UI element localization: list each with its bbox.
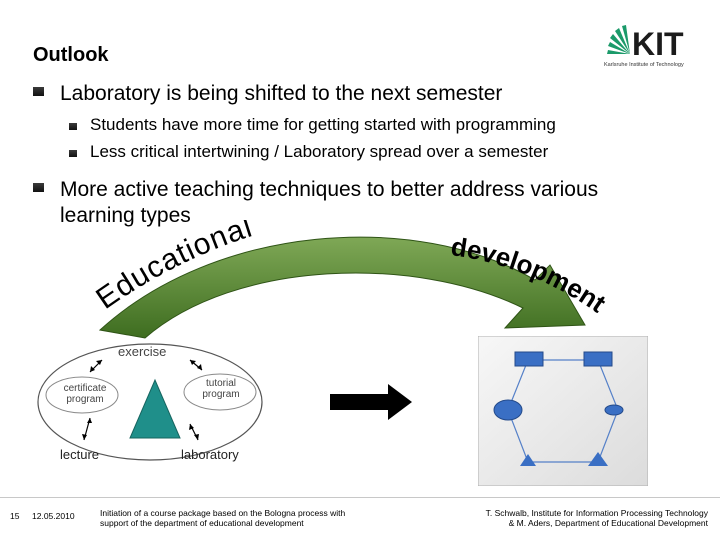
footer-date: 12.05.2010 <box>32 511 75 521</box>
exercise-label: exercise <box>118 344 167 359</box>
footer-center: Initiation of a course package based on … <box>100 508 345 528</box>
bullet-2-text-line2: learning types <box>60 204 191 227</box>
bullet-marker <box>33 87 44 96</box>
sub-bullet-marker <box>69 150 77 157</box>
certificate-label-line2: program <box>66 394 104 405</box>
bullet-2-text-line1: More active teaching techniques to bette… <box>60 178 599 201</box>
sub-bullet-2-text: Less critical intertwining / Laboratory … <box>90 142 549 161</box>
sub-bullet-1-text: Students have more time for getting star… <box>90 115 556 134</box>
tutorial-ellipse <box>183 373 257 411</box>
footer-divider <box>0 497 720 498</box>
certificate-ellipse <box>45 376 119 414</box>
node-rect-left <box>514 351 544 367</box>
sub-bullet-marker <box>69 123 77 130</box>
slide-title: Outlook <box>33 44 109 66</box>
node-triangle-right <box>588 452 608 466</box>
tutorial-label-line1: tutorial <box>205 378 236 389</box>
node-rect-right <box>583 351 613 367</box>
lecture-label: lecture <box>60 447 100 462</box>
node-ellipse <box>493 399 523 421</box>
footer-center-line2: support of the department of educational… <box>100 518 304 528</box>
svg-text:Educational: Educational <box>95 220 257 316</box>
logo-caption: Karlsruhe Institute of Technology <box>604 62 684 68</box>
arc-arrow-shape <box>98 236 586 339</box>
kit-logo-icon: KIT Karlsruhe Institute of Technology <box>604 25 684 68</box>
bullet-marker <box>33 183 44 192</box>
kit-logo: KIT Karlsruhe Institute of Technology <box>600 24 700 74</box>
bullet-1-text: Laboratory is being shifted to the next … <box>60 82 503 105</box>
laboratory-label: laboratory <box>181 447 239 462</box>
development-text: development <box>449 231 611 318</box>
arc-arrow <box>98 236 586 339</box>
footer-right-line1: T. Schwalb, Institute for Information Pr… <box>485 508 708 518</box>
tutorial-label: tutorial program <box>196 378 246 400</box>
footer-center-line1: Initiation of a course package based on … <box>100 508 346 518</box>
footer-right: T. Schwalb, Institute for Information Pr… <box>446 508 708 528</box>
footer-right-line2: & M. Aders, Department of Educational De… <box>508 518 708 528</box>
node-triangle-left <box>520 454 536 466</box>
svg-text:development: development <box>449 231 611 318</box>
certificate-label-line1: certificate <box>63 383 107 394</box>
tutorial-label-line2: program <box>202 389 240 400</box>
certificate-label: certificate program <box>60 383 110 405</box>
right-arrow-icon <box>330 384 412 420</box>
page-number: 15 <box>10 511 20 521</box>
future-diagram <box>478 336 648 486</box>
logo-text: KIT <box>632 26 684 62</box>
node-small-ellipse <box>604 404 624 416</box>
center-triangle <box>129 378 181 439</box>
development-label: development <box>449 231 611 318</box>
educational-text: Educational <box>95 220 256 316</box>
educational-label: Educational <box>95 220 257 316</box>
teaching-diagram <box>37 343 263 461</box>
